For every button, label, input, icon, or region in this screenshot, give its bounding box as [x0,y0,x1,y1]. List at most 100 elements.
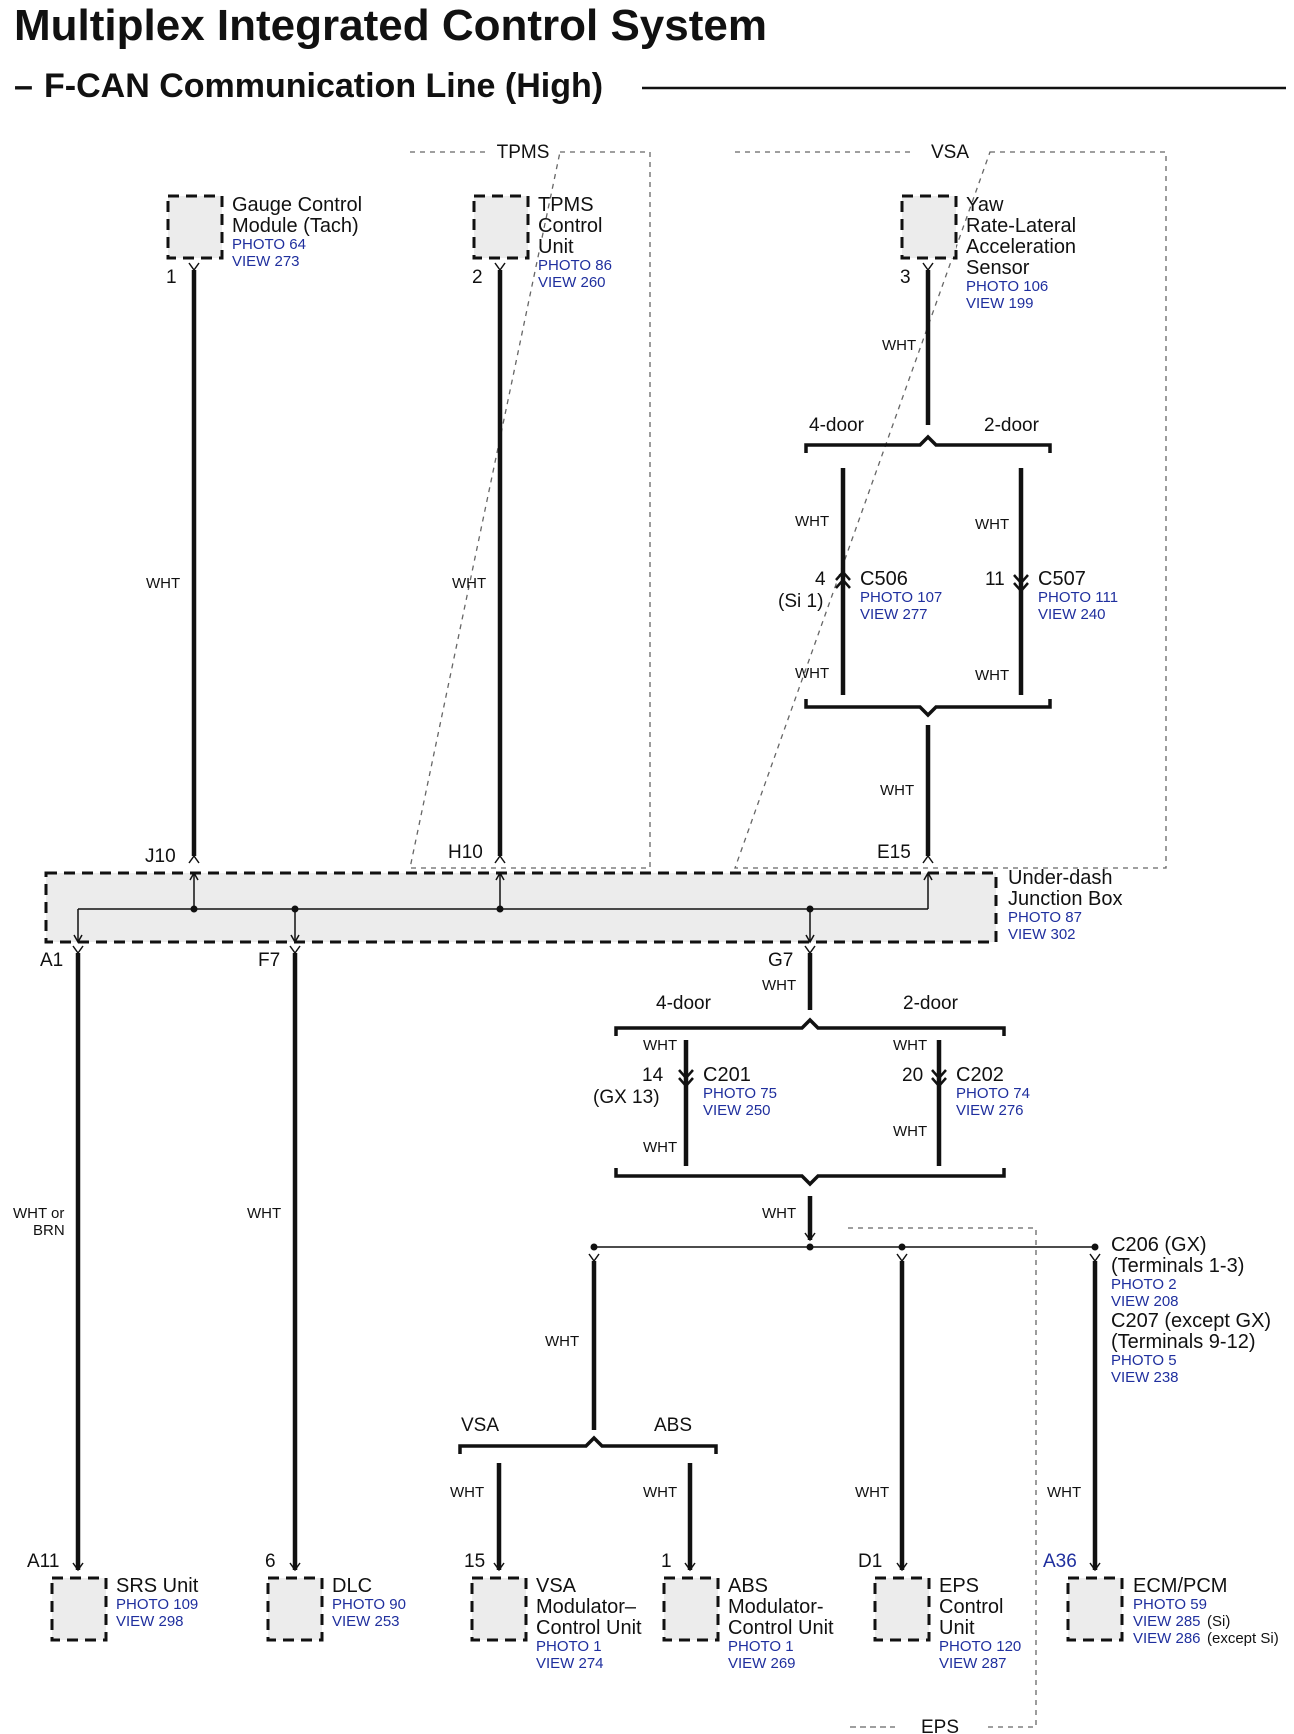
abs-mod-view-link[interactable]: VIEW 269 [728,1655,796,1672]
gauge-module-box [166,194,224,260]
c206-photo-link[interactable]: PHOTO 2 [1111,1276,1177,1293]
gauge-view-link[interactable]: VIEW 273 [232,253,300,270]
c507-pin: 11 [985,569,1005,590]
gauge-control-module: Gauge Control Module (Tach) PHOTO 64 VIE… [166,194,362,288]
srs-view-link[interactable]: VIEW 298 [116,1613,184,1630]
c506-lower-wire-color: WHT [795,665,829,682]
c506-label: C506 [860,568,908,590]
vsa-mod-wire-color: WHT [450,1484,484,1501]
abs-branch-label: ABS [654,1415,692,1436]
c201-pin-alt: (GX 13) [593,1087,660,1108]
gauge-pin-terminal [188,262,200,272]
bus-arrows [73,871,933,944]
c201-connector-symbol [678,1069,694,1088]
abs-mod-name-line-3: Control Unit [728,1617,834,1639]
ecm-photo-link[interactable]: PHOTO 59 [1133,1596,1207,1613]
eps-unit-box [873,1576,931,1642]
c507-upper-wire-color: WHT [975,516,1009,533]
dlc-terminal [289,1562,301,1572]
tpms-view-link[interactable]: VIEW 260 [538,274,606,291]
c202-label: C202 [956,1064,1004,1086]
ecm-wire-color: WHT [1047,1484,1081,1501]
c206-label: C206 (GX) [1111,1234,1207,1256]
ecm-view-link-si[interactable]: VIEW 285 [1133,1613,1201,1630]
c507-label: C507 [1038,568,1086,590]
upper-4door-label: 4-door [809,415,865,436]
yaw-sensor-box [900,194,958,260]
c201-upper-wire-color: WHT [643,1037,677,1054]
j10-terminal [188,854,200,864]
upper-door-brace-bottom [804,699,1052,718]
bus-splice-4 [806,905,814,913]
c207-photo-link[interactable]: PHOTO 5 [1111,1352,1177,1369]
vsa-mod-photo-link[interactable]: PHOTO 1 [536,1638,602,1655]
tpms-group-label: TPMS [497,142,550,163]
junction-photo-link[interactable]: PHOTO 87 [1008,909,1082,926]
abs-mod-photo-link[interactable]: PHOTO 1 [728,1638,794,1655]
vsa-mod-terminal [493,1562,505,1572]
srs-pin-label: A11 [27,1551,59,1572]
yaw-pin-label: 3 [900,267,911,288]
c202-photo-link[interactable]: PHOTO 74 [956,1085,1030,1102]
c207-view-link[interactable]: VIEW 238 [1111,1369,1179,1386]
gauge-photo-link[interactable]: PHOTO 64 [232,236,306,253]
tpms-unit-box [472,194,530,260]
dlc-pin-label: 6 [265,1551,276,1572]
yaw-name-line-1: Yaw [966,194,1004,216]
lower-splice-center [806,1243,814,1251]
tpms-region-border [409,151,651,869]
tpms-pin-terminal [494,262,506,272]
c206-view-link[interactable]: VIEW 208 [1111,1293,1179,1310]
vsa-mod-pin-label: 15 [464,1551,485,1572]
yaw-rate-sensor: Yaw Rate-Lateral Acceleration Sensor PHO… [900,194,1076,312]
c506-photo-link[interactable]: PHOTO 107 [860,589,942,606]
yaw-pin-terminal [922,262,934,272]
ecm-view-link-except-si[interactable]: VIEW 286 [1133,1630,1201,1647]
srs-wire-color-1: WHT or [13,1205,64,1222]
tpms-wire-color: WHT [452,575,486,592]
tpms-name-line-3: Unit [538,236,574,258]
vsa-mod-box [470,1576,528,1642]
junction-name-line-2: Junction Box [1008,888,1123,910]
junction-view-link[interactable]: VIEW 302 [1008,926,1076,943]
subtitle-dash: – [14,67,33,105]
gauge-pin-label: 1 [166,267,177,288]
eps-terminal [896,1562,908,1572]
pin-g7: G7 [768,950,793,971]
lower-splice-terminals [588,1253,1101,1263]
dlc-photo-link[interactable]: PHOTO 90 [332,1596,406,1613]
gauge-name-line-2: Module (Tach) [232,215,359,237]
lower-merge-wire-color: WHT [762,1205,796,1222]
upper-2door-label: 2-door [984,415,1040,436]
c507-photo-link[interactable]: PHOTO 111 [1038,589,1118,606]
c506-pin-alt: (Si 1) [778,591,823,612]
srs-photo-link[interactable]: PHOTO 109 [116,1596,198,1613]
c201-view-link[interactable]: VIEW 250 [703,1102,771,1119]
eps-pin-label: D1 [858,1551,882,1572]
srs-terminal [72,1562,84,1572]
dlc-view-link[interactable]: VIEW 253 [332,1613,400,1630]
eps-region-border [848,1227,1037,1728]
vsa-mod-view-link[interactable]: VIEW 274 [536,1655,604,1672]
eps-photo-link[interactable]: PHOTO 120 [939,1638,1021,1655]
lower-splice-left [590,1243,598,1251]
abs-mod-wire-color: WHT [643,1484,677,1501]
tpms-name-line-2: Control [538,215,602,237]
vsa-mod-name-line-3: Control Unit [536,1617,642,1639]
c506-upper-wire-color: WHT [795,513,829,530]
page-title: Multiplex Integrated Control System [14,1,767,50]
c507-view-link[interactable]: VIEW 240 [1038,606,1106,623]
lower-splice-ecm [1091,1243,1099,1251]
yaw-photo-link[interactable]: PHOTO 106 [966,278,1048,295]
dlc-name: DLC [332,1575,372,1597]
c202-view-link[interactable]: VIEW 276 [956,1102,1024,1119]
lower-4door-label: 4-door [656,993,712,1014]
vsa-abs-brace [458,1435,718,1454]
c506-view-link[interactable]: VIEW 277 [860,606,928,623]
tpms-photo-link[interactable]: PHOTO 86 [538,257,612,274]
ecm-box [1066,1576,1124,1642]
c201-photo-link[interactable]: PHOTO 75 [703,1085,777,1102]
eps-view-link[interactable]: VIEW 287 [939,1655,1007,1672]
yaw-view-link[interactable]: VIEW 199 [966,295,1034,312]
